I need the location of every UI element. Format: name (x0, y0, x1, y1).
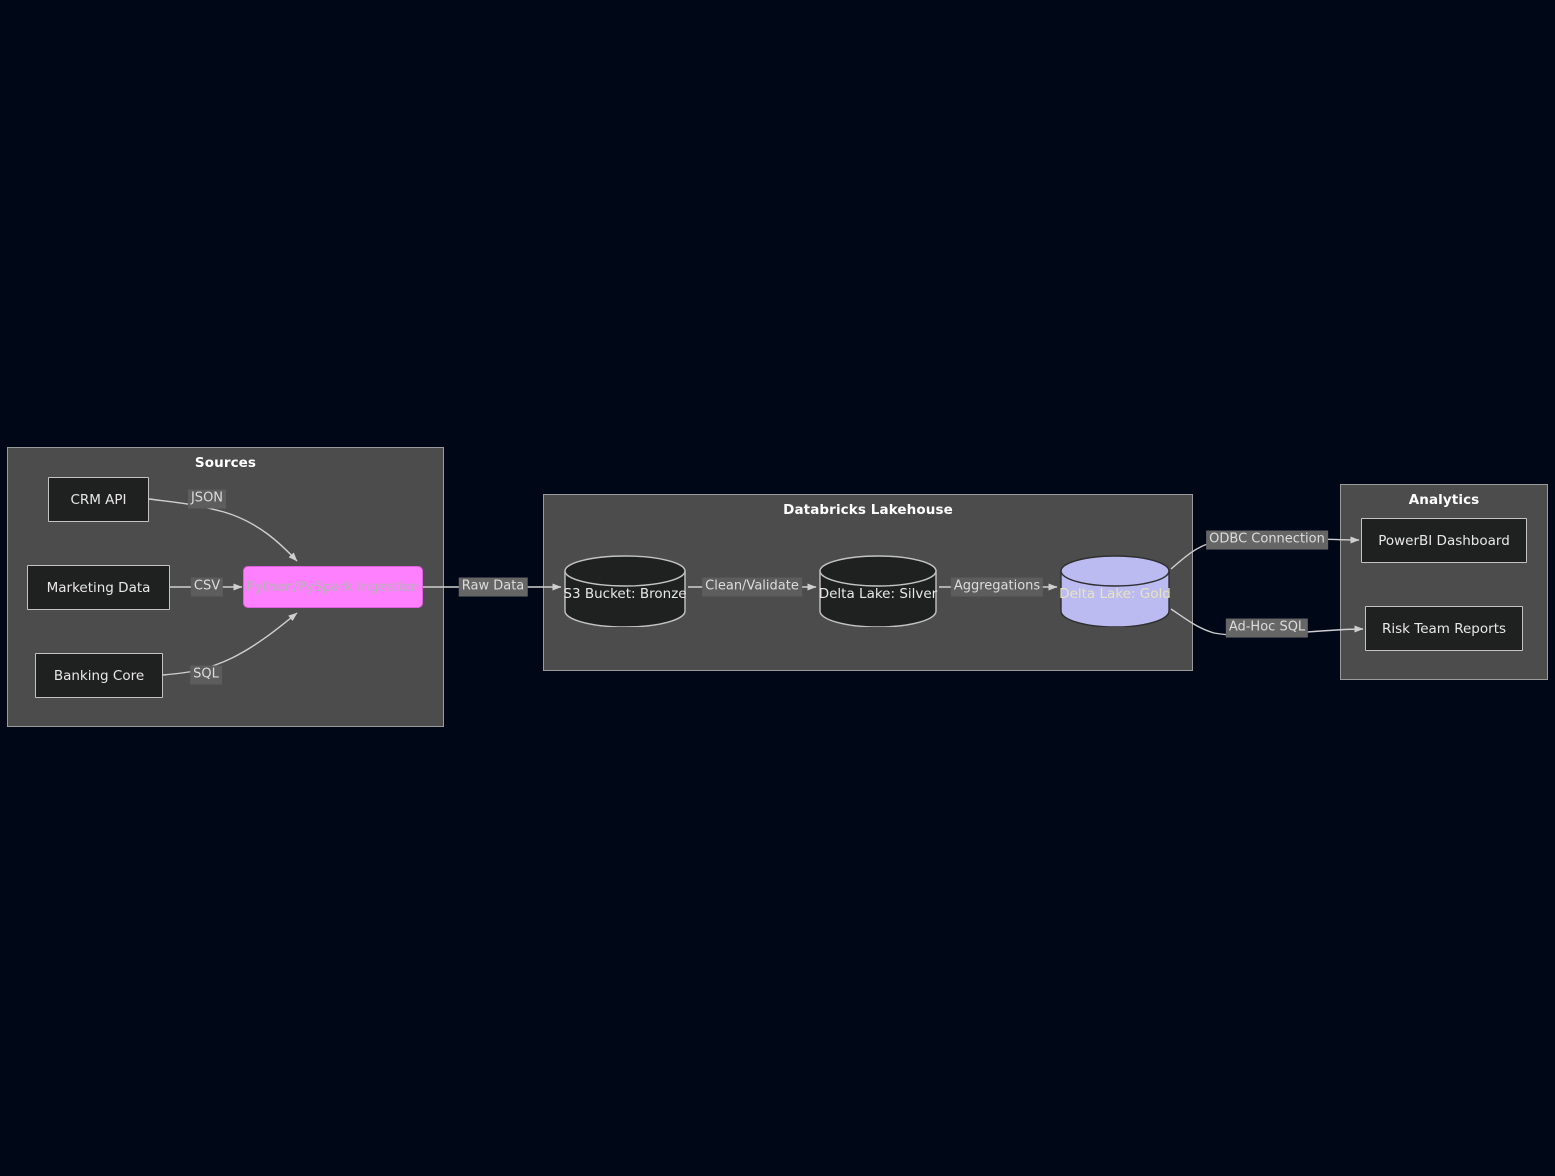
node-marketing-data[interactable]: Marketing Data (27, 565, 170, 610)
node-delta-lake-silver-label: Delta Lake: Silver (818, 586, 938, 602)
edge-label-aggregations: Aggregations (950, 577, 1044, 597)
node-s3-bucket-bronze-label: S3 Bucket: Bronze (563, 586, 687, 602)
edge-label-sql: SQL (190, 665, 222, 685)
edge-label-odbc-connection: ODBC Connection (1206, 530, 1328, 550)
edge-label-ad-hoc-sql: Ad-Hoc SQL (1225, 618, 1309, 638)
cluster-sources-title: Sources (194, 455, 257, 471)
node-banking-core[interactable]: Banking Core (35, 653, 163, 698)
edge-label-csv: CSV (190, 577, 224, 597)
edge-label-raw-data: Raw Data (458, 577, 528, 597)
cylinder-shape-icon (819, 555, 937, 627)
cylinder-shape-icon (564, 555, 686, 627)
edge-label-json: JSON (187, 489, 227, 509)
node-risk-team-reports-label: Risk Team Reports (1381, 620, 1507, 637)
cluster-analytics-title: Analytics (1408, 492, 1480, 508)
node-python-pyspark-ingestion[interactable]: Python/PySpark Ingestion (243, 566, 423, 608)
node-python-pyspark-ingestion-label: Python/PySpark Ingestion (246, 579, 420, 595)
node-crm-api-label: CRM API (70, 491, 127, 508)
node-s3-bucket-bronze[interactable]: S3 Bucket: Bronze (563, 555, 687, 627)
node-crm-api[interactable]: CRM API (48, 477, 149, 522)
node-powerbi-dashboard[interactable]: PowerBI Dashboard (1361, 518, 1527, 563)
node-banking-core-label: Banking Core (53, 667, 145, 684)
node-marketing-data-label: Marketing Data (46, 579, 151, 596)
node-risk-team-reports[interactable]: Risk Team Reports (1365, 606, 1523, 651)
cluster-databricks-lakehouse-title: Databricks Lakehouse (783, 502, 953, 518)
node-delta-lake-silver[interactable]: Delta Lake: Silver (818, 555, 938, 627)
node-delta-lake-gold-label: Delta Lake: Gold (1059, 586, 1171, 602)
cylinder-shape-icon (1060, 555, 1170, 627)
node-powerbi-dashboard-label: PowerBI Dashboard (1378, 532, 1510, 549)
edge-label-clean-validate: Clean/Validate (702, 577, 802, 597)
node-delta-lake-gold[interactable]: Delta Lake: Gold (1059, 555, 1171, 627)
